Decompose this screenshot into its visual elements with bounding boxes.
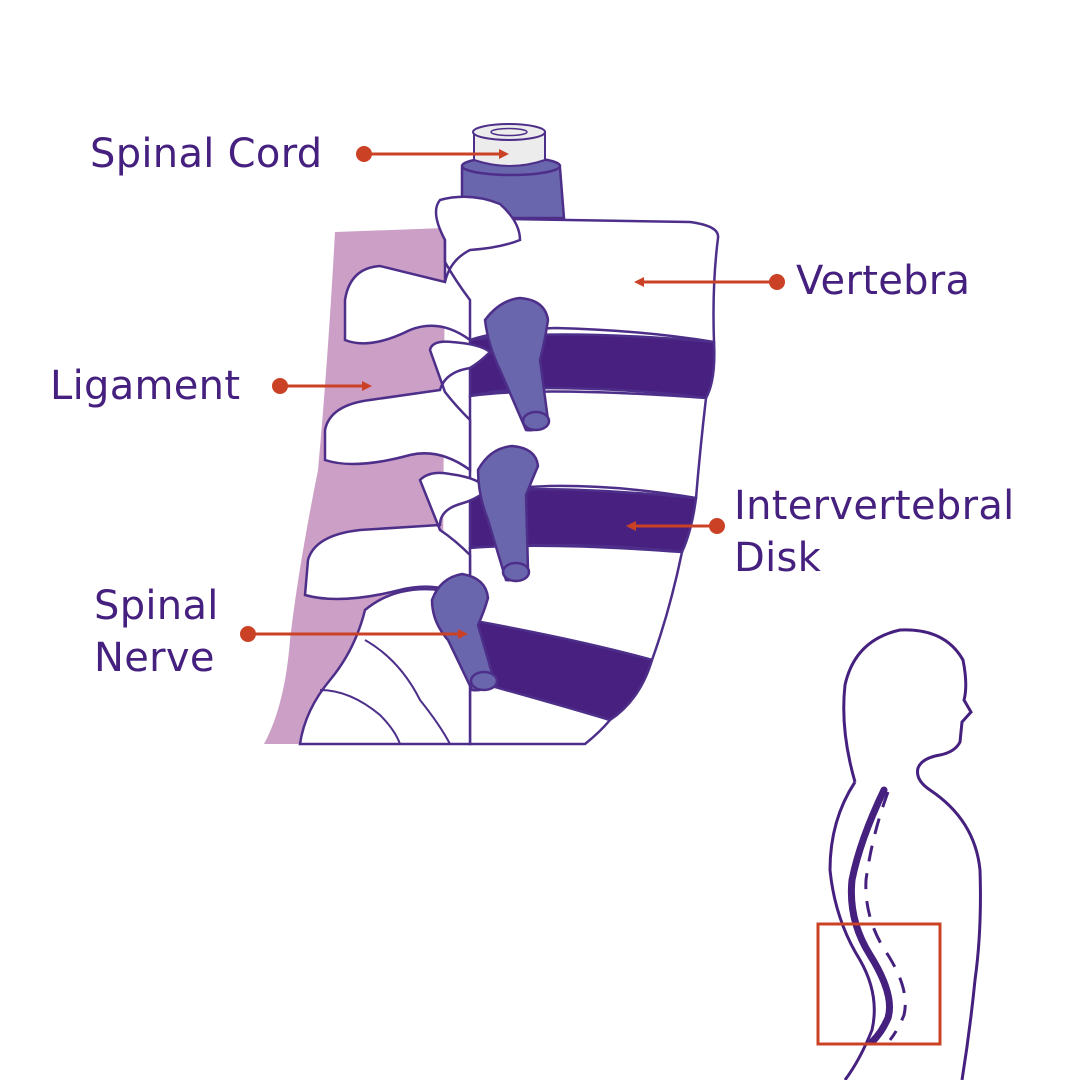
vertebra-process-4-curve bbox=[364, 639, 451, 745]
human-silhouette bbox=[828, 628, 982, 1080]
spinal-cord-cut bbox=[473, 131, 546, 167]
label-spinal-nerve-line2: Nerve bbox=[94, 635, 215, 681]
spinal-cord-center bbox=[490, 127, 528, 137]
pointer-vertebra bbox=[634, 274, 785, 290]
vertebral-body-4 bbox=[468, 678, 613, 746]
silhouette-spine bbox=[847, 786, 894, 1046]
spinal-nerve-2 bbox=[476, 444, 540, 582]
label-intervertebral-disk-line1: Intervertebral bbox=[734, 483, 1015, 529]
silhouette-back bbox=[828, 781, 876, 1080]
spinal-nerve-3-end bbox=[469, 670, 499, 692]
vertebra-process-4 bbox=[298, 587, 472, 746]
label-intervertebral-disk: Intervertebral Disk bbox=[734, 480, 1015, 584]
label-vertebra: Vertebra bbox=[796, 258, 971, 304]
vertebra-process-2 bbox=[323, 340, 492, 473]
label-ligament: Ligament bbox=[50, 363, 241, 409]
label-spinal-cord: Spinal Cord bbox=[90, 131, 323, 177]
spinal-nerve-1-end bbox=[521, 410, 551, 432]
silhouette-spine-dashed bbox=[864, 791, 907, 1041]
label-spinal-nerve-line1: Spinal bbox=[94, 583, 219, 629]
vertebra-process-1 bbox=[343, 195, 522, 345]
spine-region-highlight-box bbox=[816, 922, 942, 1046]
label-intervertebral-disk-line2: Disk bbox=[734, 535, 822, 581]
silhouette-outline bbox=[842, 628, 982, 1080]
pointer-ligament bbox=[272, 378, 372, 394]
pointer-intervertebral-disk bbox=[626, 518, 725, 534]
spinal-cord-cut-top bbox=[472, 123, 546, 141]
pointer-spinal-cord bbox=[356, 146, 509, 162]
spinal-nerve-1 bbox=[483, 296, 550, 432]
spinal-nerve-2-end bbox=[501, 561, 531, 583]
vertebra-process-4-curve-2 bbox=[319, 689, 401, 745]
pointer-spinal-nerve bbox=[240, 626, 468, 642]
label-spinal-nerve: Spinal Nerve bbox=[94, 580, 219, 684]
